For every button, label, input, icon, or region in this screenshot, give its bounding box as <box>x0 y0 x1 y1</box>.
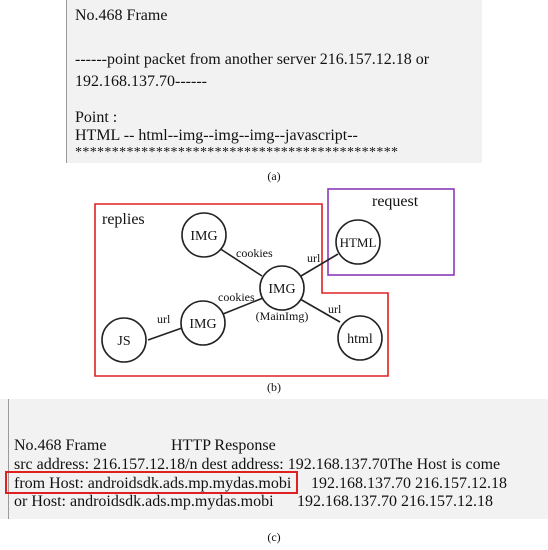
panel-a-stars: ****************************************… <box>75 145 399 160</box>
node-html-request <box>335 219 381 265</box>
panel-c <box>0 399 548 519</box>
panel-c-frame: No.468 Frame <box>14 437 107 454</box>
panel-a <box>66 0 482 163</box>
panel-a-line1: ------point packet from another server 2… <box>75 51 430 68</box>
label-img-top: IMG <box>190 229 217 244</box>
edge-label-url-js: url <box>157 312 171 326</box>
label-img-left: IMG <box>189 317 216 332</box>
node-img-left <box>180 300 226 346</box>
edge-label-cookies-top: cookies <box>236 246 273 260</box>
label-img-main-sub: (MainImg) <box>256 309 309 323</box>
replies-box <box>94 203 389 377</box>
panel-c-from-ips: 192.168.137.70 216.157.12.18 <box>311 475 507 492</box>
host-highlight-box <box>5 471 298 494</box>
caption-b: (b) <box>267 380 281 394</box>
panel-c-or-host: or Host: androidsdk.ads.mp.mydas.mobi <box>14 493 274 510</box>
node-js <box>101 317 147 363</box>
edge-imgmain-htmllow <box>299 298 341 323</box>
panel-c-left-rule <box>8 399 9 519</box>
label-html-request: HTML <box>340 235 377 250</box>
caption-c: (c) <box>267 530 281 544</box>
edge-imgmain-html <box>300 253 339 277</box>
label-html-low: html <box>347 332 373 347</box>
panel-c-src-line: src address: 216.157.12.18/n dest addres… <box>14 456 501 473</box>
panel-a-point-sequence: HTML -- html--img--img--img--javascript-… <box>75 127 358 144</box>
panel-a-title: No.468 Frame <box>75 7 168 24</box>
label-img-main: IMG <box>268 282 295 297</box>
panel-a-left-rule <box>66 0 67 163</box>
edge-imgleft-js <box>147 327 183 341</box>
panel-c-http-response: HTTP Response <box>171 437 276 454</box>
node-img-top <box>181 212 227 258</box>
panel-a-point-label: Point : <box>75 109 118 126</box>
edge-imgtop-imgmain <box>218 247 263 277</box>
edge-label-cookies-mid: cookies <box>218 290 255 304</box>
node-img-main <box>259 265 305 311</box>
edge-label-url-html: url <box>307 251 321 265</box>
caption-a: (a) <box>267 169 281 183</box>
panel-c-or-ips: 192.168.137.70 216.157.12.18 <box>297 493 493 510</box>
panel-a-line2: 192.168.137.70------ <box>75 73 207 90</box>
label-js: JS <box>117 334 130 349</box>
request-box <box>327 188 455 276</box>
replies-label: replies <box>102 211 145 228</box>
panel-c-from-host: from Host: androidsdk.ads.mp.mydas.mobi <box>14 475 292 492</box>
request-label: request <box>372 193 419 210</box>
edge-label-url-low: url <box>328 302 342 316</box>
node-html-low <box>337 315 383 361</box>
edge-imgmain-imgleft <box>222 297 264 315</box>
